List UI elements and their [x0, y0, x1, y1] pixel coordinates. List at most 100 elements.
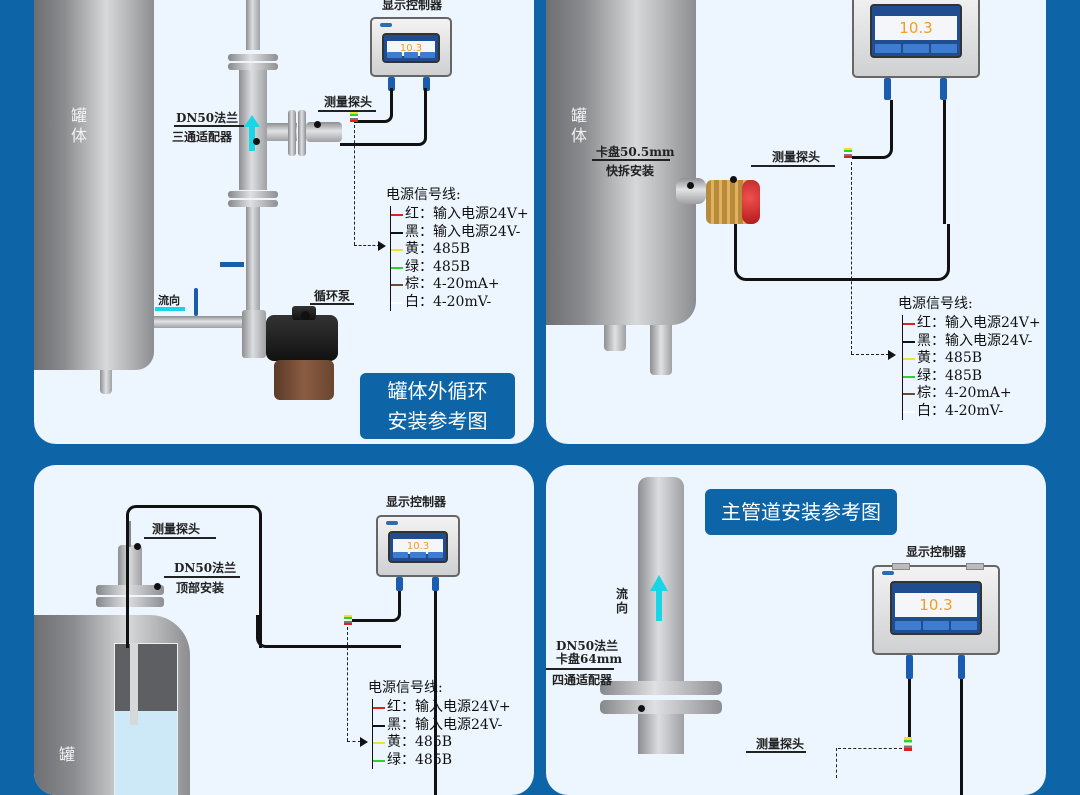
flange-label: DN50法兰 — [176, 111, 239, 125]
flange-label: DN50法兰 — [556, 639, 619, 653]
diagram-title-line2: 安装参考图 — [387, 409, 488, 433]
wire-row-red: 红：输入电源24V+ — [391, 206, 529, 224]
leader-line — [746, 751, 806, 753]
leader-line — [310, 303, 354, 305]
display-value: 10.3 — [895, 593, 977, 617]
signal-cable — [354, 88, 393, 123]
panel-side-mount: 罐体 卡盘50.5mm 快拆安装 测量探头 10.3 电源信号线: 红：输入电源… — [546, 0, 1046, 444]
probe-label: 测量探头 — [324, 95, 373, 109]
dashed-pointer — [836, 748, 837, 778]
flange — [228, 54, 278, 61]
hinge — [892, 563, 910, 570]
wire-row-white: 白：4-20mV- — [391, 294, 529, 312]
wire-legend-title: 电源信号线: — [386, 187, 461, 203]
flange — [228, 200, 278, 207]
pump-base — [274, 360, 334, 400]
dashed-pointer — [347, 627, 348, 741]
cable-connector — [423, 77, 430, 91]
pipe-lower — [246, 207, 260, 317]
signal-cable — [256, 615, 401, 648]
signal-cable — [434, 591, 437, 795]
cable-connector — [388, 77, 395, 91]
brand-logo — [882, 571, 894, 575]
dashed-pointer — [851, 162, 852, 354]
wire-row-yellow: 黄：485B — [373, 734, 511, 752]
leader-line — [318, 110, 376, 112]
wire-ends — [344, 615, 352, 625]
wire-row-red: 红：输入电源24V+ — [373, 699, 511, 717]
signal-cable — [340, 88, 427, 146]
diagram-title: 主管道安装参考图 — [705, 489, 897, 535]
pump-motor — [266, 315, 338, 361]
panel-external-circulation: 罐体 流向 循环泵 DN50法兰 三通适配器 测量探头 显示控制器 10.3 — [34, 0, 534, 444]
probe-label: 测量探头 — [772, 150, 821, 164]
pointer-arrow-icon — [360, 737, 368, 747]
clamp-label: 卡盘50.5mm — [596, 145, 675, 159]
cable-connector — [958, 655, 965, 679]
flow-arrow-icon — [244, 115, 260, 151]
flange-label-line2: 卡盘64mm — [556, 652, 623, 666]
display-controller: 10.3 — [370, 17, 452, 77]
cable-connector — [906, 655, 913, 679]
leader-dot — [638, 705, 645, 712]
hinge — [966, 563, 984, 570]
probe-sensor-face — [742, 180, 760, 224]
tank-leg — [650, 325, 672, 375]
controller-label: 显示控制器 — [386, 495, 447, 509]
wire-row-brown: 棕：4-20mA+ — [391, 276, 529, 294]
pump-housing — [242, 310, 266, 358]
wire-row-yellow: 黄：485B — [903, 350, 1041, 368]
measurement-probe — [118, 545, 142, 585]
probe-body — [306, 122, 342, 142]
wire-row-white: 白：4-20mV- — [903, 403, 1041, 421]
dashed-pointer — [838, 748, 902, 749]
flange-label: DN50法兰 — [174, 561, 237, 575]
leader-dot — [314, 121, 321, 128]
probe-stem — [128, 521, 131, 547]
signal-cable — [908, 679, 911, 739]
cable-connector — [884, 78, 891, 100]
tank-body — [546, 0, 696, 325]
flow-arrow-icon — [650, 575, 668, 621]
display-controller: 10.3 — [872, 563, 1000, 655]
tank-body — [34, 0, 154, 370]
wire-legend: 电源信号线: 红：输入电源24V+ 黑：输入电源24V- 黄：485B 绿：48… — [386, 184, 529, 311]
flange — [288, 110, 296, 156]
panel-main-pipe: 流向 DN50法兰 卡盘64mm 四通适配器 测量探头 主管道安装参考图 显示控… — [546, 465, 1046, 795]
display-value: 10.3 — [875, 16, 957, 40]
probe-stem — [130, 643, 138, 725]
tank-leg — [100, 370, 112, 394]
leader-dot — [253, 138, 260, 145]
brand-logo — [386, 521, 398, 525]
wire-ends — [844, 148, 852, 158]
leader-line — [144, 537, 216, 539]
dashed-pointer — [851, 354, 889, 355]
wire-row-black: 黑：输入电源24V- — [903, 333, 1041, 351]
flow-arrow-icon — [155, 307, 185, 311]
leader-line — [592, 159, 670, 161]
wire-ends — [350, 112, 358, 122]
leader-line — [546, 668, 614, 670]
pipe-upper — [246, 0, 260, 50]
flange — [298, 110, 306, 156]
valve-handle — [220, 262, 244, 267]
wire-legend: 电源信号线: 红：输入电源24V+ 黑：输入电源24V- 黄：485B 绿：48… — [898, 293, 1041, 420]
dashed-pointer — [354, 245, 380, 246]
tank-leg — [604, 325, 626, 351]
display-controller: 10.3 — [852, 0, 980, 78]
tank-cutaway — [114, 643, 178, 795]
tank-label: 罐体 — [570, 106, 587, 145]
probe-label: 测量探头 — [756, 737, 805, 751]
tank-label: 罐体 — [70, 106, 87, 145]
signal-cable — [734, 224, 950, 281]
controller-label: 显示控制器 — [906, 545, 967, 559]
pointer-arrow-icon — [888, 350, 896, 360]
flow-label: 流向 — [158, 294, 180, 307]
diagram-title-line1: 罐体外循环 — [387, 379, 488, 403]
leader-line — [751, 165, 835, 167]
signal-cable — [126, 505, 262, 648]
wire-legend-title: 电源信号线: — [368, 680, 443, 696]
flange-label-line3: 四通适配器 — [552, 673, 613, 687]
flow-label: 流向 — [616, 587, 629, 615]
cable-connector — [940, 78, 947, 100]
